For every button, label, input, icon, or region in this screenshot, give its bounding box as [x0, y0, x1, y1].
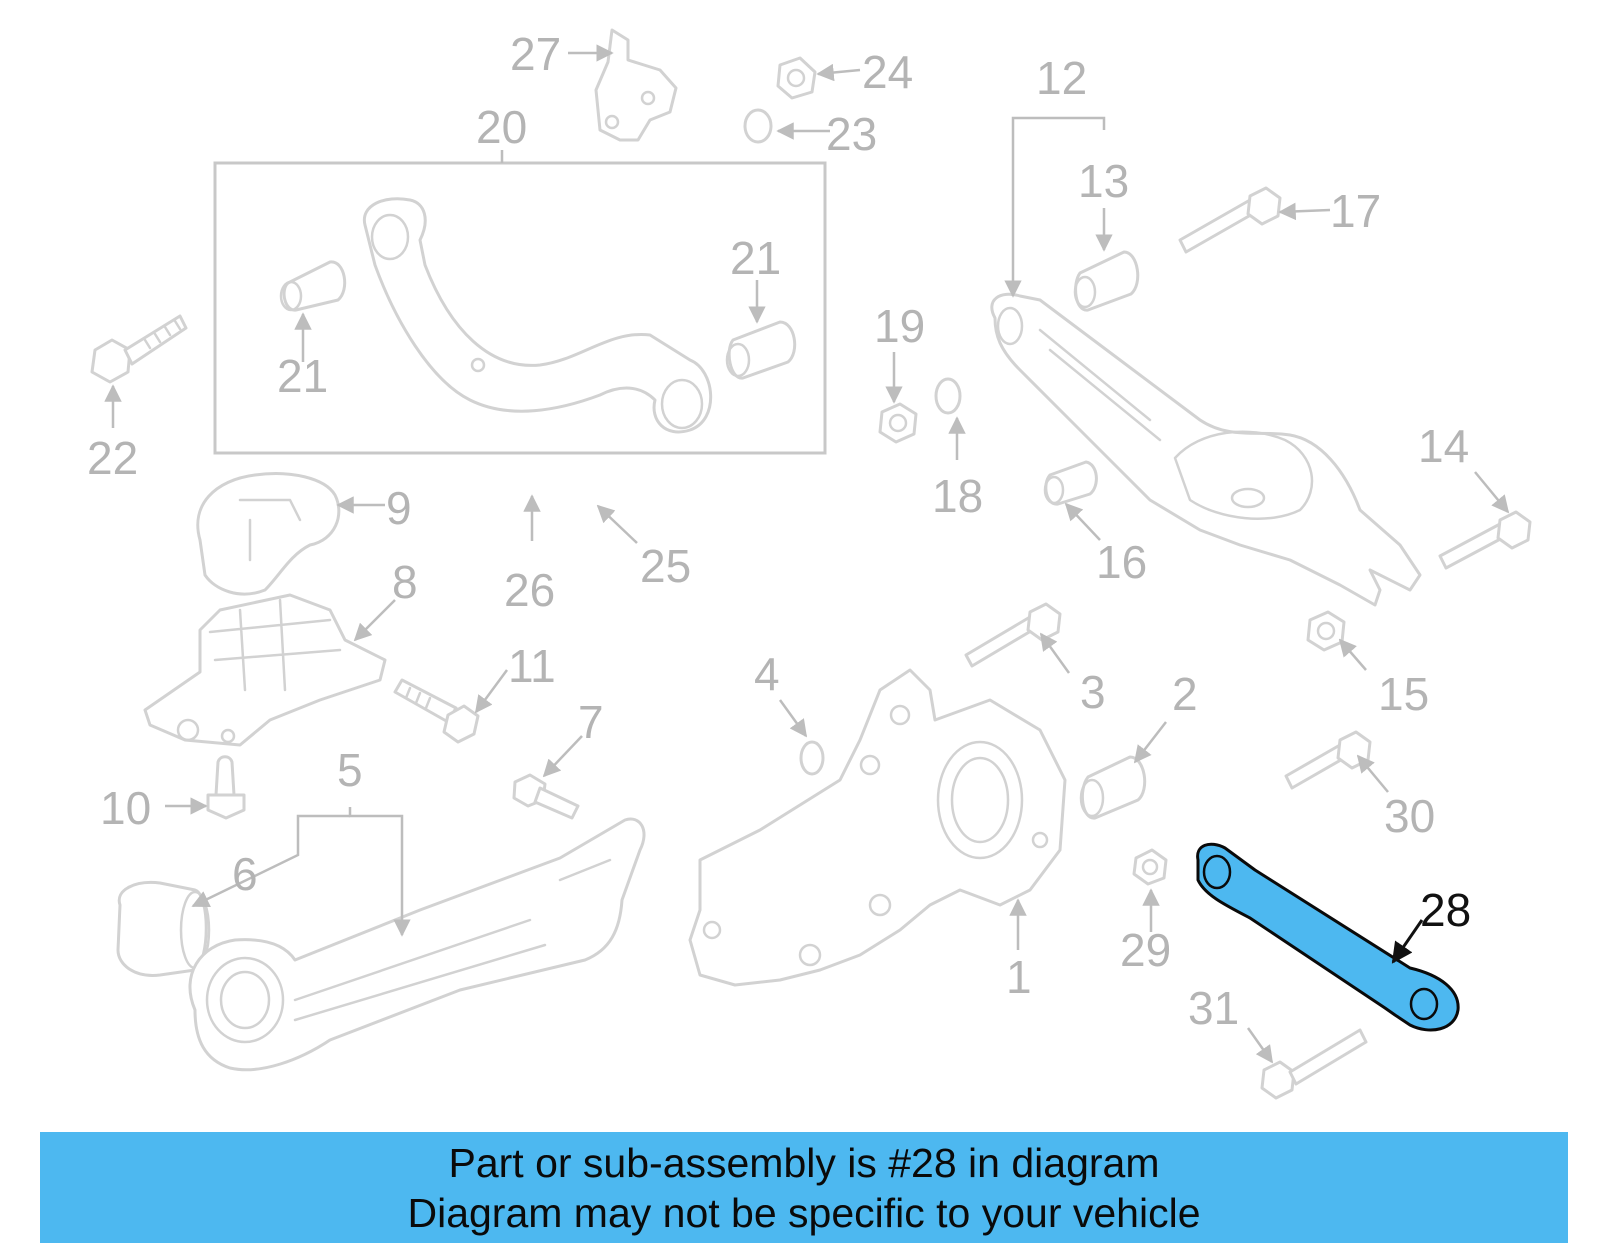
part-13-bushing: [1073, 250, 1140, 312]
callout-20: 20: [476, 101, 527, 153]
part-6-bushing: [116, 880, 211, 977]
part-5-trailing-arm: [188, 817, 646, 1072]
callout-8: 8: [392, 556, 418, 608]
callout-5: 5: [337, 744, 363, 796]
callout-4: 4: [754, 648, 780, 700]
part-4-washer: [799, 740, 825, 776]
callout-9: 9: [386, 482, 412, 534]
callout-11: 11: [508, 640, 556, 692]
part-23-washer: [743, 108, 773, 144]
callout-16: 16: [1096, 536, 1147, 588]
part-10-screw: [206, 755, 246, 820]
part-19-nut: [878, 402, 918, 444]
banner-line-2: Diagram may not be specific to your vehi…: [407, 1190, 1201, 1236]
part-8-mount: [143, 593, 387, 747]
callout-28: 28: [1420, 884, 1471, 936]
callout-17: 17: [1330, 185, 1381, 237]
part-14-bolt: [1438, 510, 1532, 570]
part-22-bolt: [90, 314, 188, 384]
callout-22: 22: [87, 432, 138, 484]
part-15-nut: [1306, 610, 1346, 652]
callout-27: 27: [510, 28, 561, 80]
callout-18: 18: [932, 470, 983, 522]
part-12-lower-control-arm: [990, 292, 1422, 607]
callout-13: 13: [1078, 155, 1129, 207]
part-28-lateral-link: [1196, 842, 1460, 1032]
callout-7: 7: [578, 696, 604, 748]
callout-23: 23: [826, 108, 877, 160]
part-9-bump-stop: [196, 472, 341, 596]
callout-15: 15: [1378, 668, 1429, 720]
part-29-nut: [1132, 848, 1168, 886]
callout-14: 14: [1418, 420, 1469, 472]
part-21-bushing-left: [279, 260, 347, 312]
callout-2: 2: [1172, 668, 1198, 720]
part-7-bolt: [512, 773, 580, 820]
callout-12: 12: [1036, 52, 1087, 104]
callout-10: 10: [100, 782, 151, 834]
part-2-bushing: [1079, 755, 1147, 820]
callout-1: 1: [1006, 951, 1032, 1003]
part-21-bushing-right: [725, 320, 797, 380]
callout-3: 3: [1080, 666, 1106, 718]
part-27-bracket: [594, 28, 678, 142]
part-24-nut: [776, 56, 817, 100]
callout-19: 19: [874, 300, 925, 352]
part-1-knuckle: [688, 668, 1067, 987]
assembly-20-box: [213, 161, 827, 455]
part-3-bolt: [964, 602, 1062, 668]
banner-line-1: Part or sub-assembly is #28 in diagram: [448, 1140, 1160, 1186]
callout-29: 29: [1120, 924, 1171, 976]
part-31-bolt: [1260, 1028, 1368, 1100]
callout-30: 30: [1384, 790, 1435, 842]
part-11-bolt: [393, 678, 480, 744]
callout-25: 25: [640, 540, 691, 592]
part-30-bolt: [1284, 730, 1372, 790]
callout-31: 31: [1188, 982, 1239, 1034]
part-16-bushing: [1043, 460, 1098, 506]
part-18-washer: [934, 377, 962, 415]
part-17-bolt: [1178, 186, 1282, 254]
callout-21-right: 21: [730, 232, 781, 284]
callout-24: 24: [862, 46, 913, 98]
callout-6: 6: [232, 848, 258, 900]
callout-26: 26: [504, 564, 555, 616]
info-banner: Part or sub-assembly is #28 in diagram D…: [40, 1132, 1568, 1243]
callout-21-left: 21: [277, 350, 328, 402]
part-20-upper-control-arm: [362, 197, 713, 434]
